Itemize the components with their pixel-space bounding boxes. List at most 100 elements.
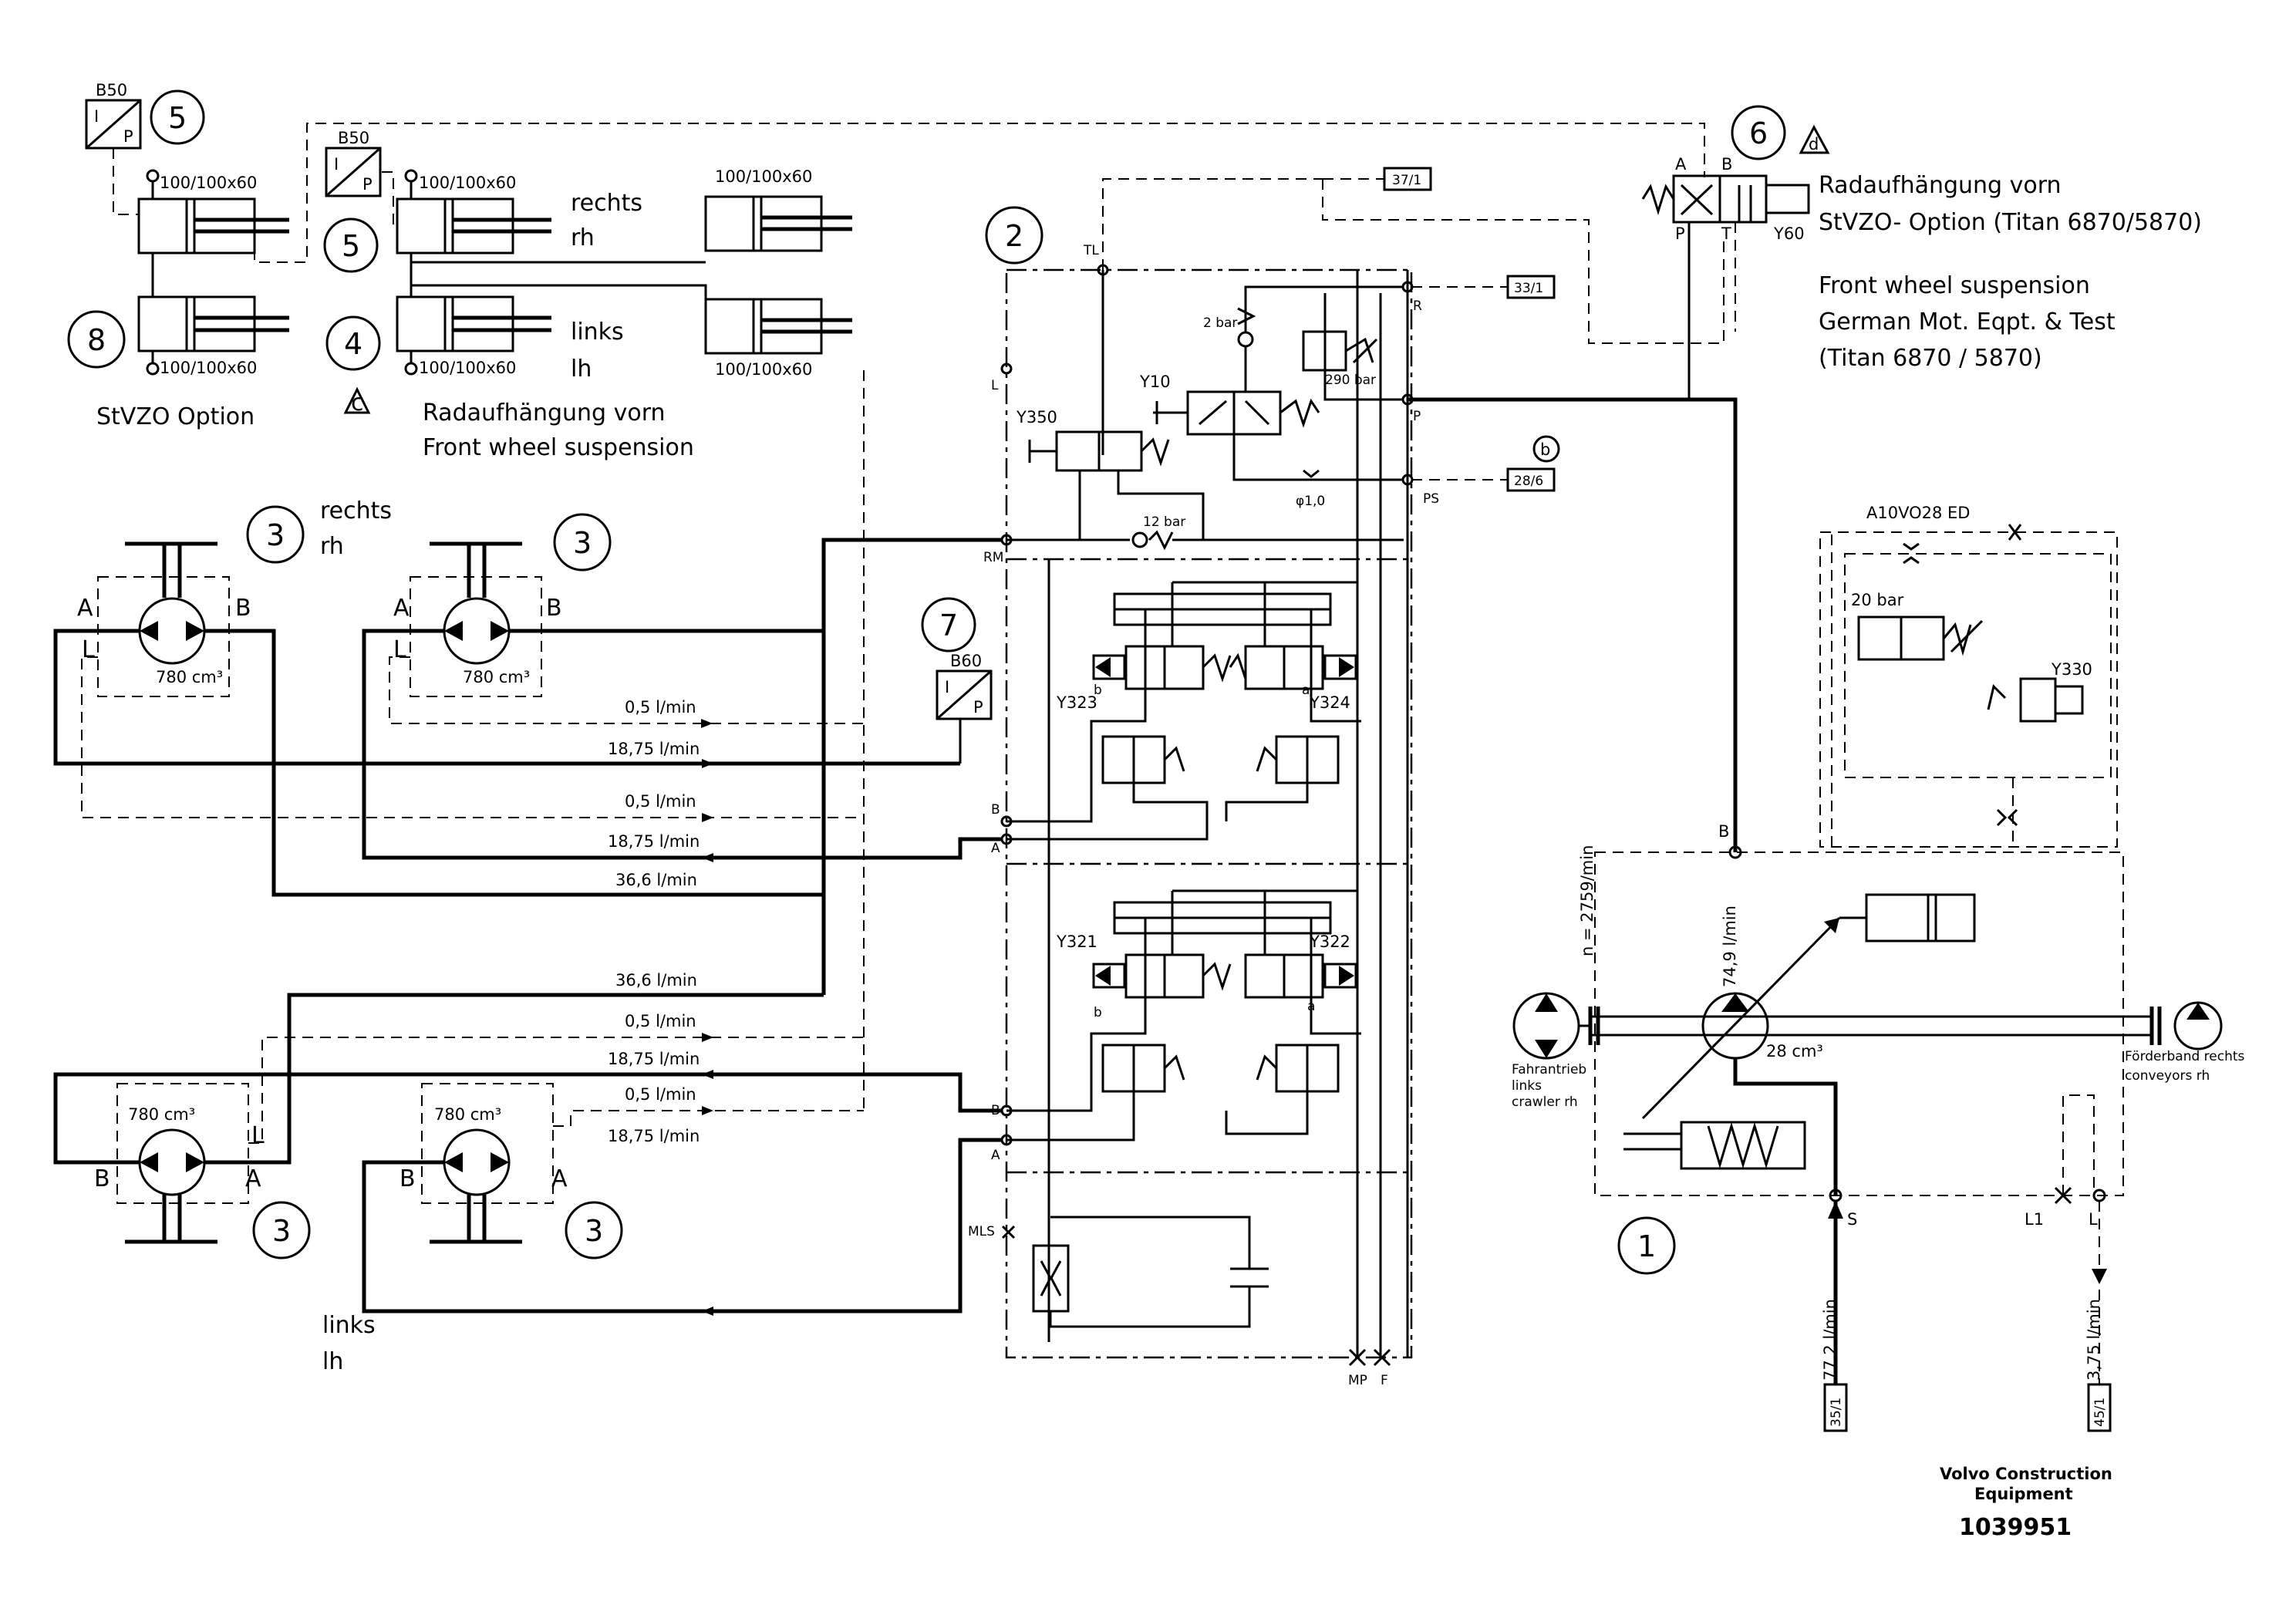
svg-text:B60: B60 [950, 652, 982, 670]
svg-text:2 bar: 2 bar [1203, 315, 1237, 331]
svg-text:c: c [351, 389, 364, 416]
svg-text:2: 2 [1005, 219, 1023, 253]
links-motor-label: links [322, 1312, 376, 1339]
svg-text:A: A [393, 595, 410, 622]
svg-text:100/100x60: 100/100x60 [715, 167, 812, 186]
svg-text:A: A [991, 841, 1000, 856]
cylinder-rechts-2: 100/100x60 [704, 167, 852, 252]
warning-triangle-c: c [343, 386, 371, 416]
svg-text:780 cm³: 780 cm³ [463, 668, 530, 686]
svg-text:7: 7 [939, 609, 958, 642]
svg-text:1: 1 [1637, 1229, 1656, 1263]
svg-text:B50: B50 [338, 129, 369, 147]
svg-text:Equipment: Equipment [1974, 1485, 2073, 1503]
ref-box-33-1 [1506, 275, 1556, 299]
svg-text:B: B [546, 595, 562, 622]
svg-text:TL: TL [1083, 243, 1099, 258]
svg-text:L: L [991, 378, 999, 393]
svg-text:18,75 l/min: 18,75 l/min [608, 832, 700, 851]
svg-text:100/100x60: 100/100x60 [715, 360, 812, 379]
svg-text:290 bar: 290 bar [1325, 373, 1376, 388]
svg-text:A10VO28 ED: A10VO28 ED [1866, 504, 1970, 522]
title-block: Radaufhängung vorn StVZO- Option (Titan … [1819, 172, 2202, 372]
callout-2: 2 [985, 206, 1043, 265]
svg-text:12 bar: 12 bar [1143, 514, 1185, 530]
svg-text:crawler rh: crawler rh [1512, 1094, 1578, 1110]
svg-text:A: A [245, 1165, 261, 1192]
valve-y350: Y350 [1016, 408, 1170, 472]
svg-text:MLS: MLS [968, 1224, 995, 1239]
svg-text:Y10: Y10 [1139, 373, 1171, 391]
svg-text:780 cm³: 780 cm³ [434, 1105, 501, 1124]
svg-text:3,75 l/min: 3,75 l/min [2085, 1299, 2103, 1381]
callout-5-middle: 5 [323, 218, 379, 273]
svg-text:L: L [2089, 1210, 2098, 1229]
svg-text:B: B [94, 1165, 110, 1192]
svg-text:P: P [123, 127, 133, 146]
stvzo-option-label: StVZO Option [96, 403, 255, 430]
ref-box-35-1 [1823, 1383, 1848, 1432]
svg-text:100/100x60: 100/100x60 [160, 174, 257, 192]
svg-text:5: 5 [342, 229, 360, 263]
svg-text:0,5 l/min: 0,5 l/min [625, 1085, 696, 1104]
motor-lower-left: 780 cm³ B A L [94, 1083, 265, 1244]
ref-box-28-6 [1506, 467, 1556, 492]
svg-text:Y324: Y324 [1309, 693, 1350, 712]
callout-8: 8 [67, 310, 126, 369]
svg-text:780 cm³: 780 cm³ [128, 1105, 195, 1124]
svg-text:Y350: Y350 [1016, 408, 1057, 427]
links-label: links [571, 319, 624, 346]
svg-text:Volvo Construction: Volvo Construction [1940, 1465, 2112, 1483]
svg-text:3: 3 [573, 526, 592, 560]
cylinder-links-1: 100/100x60 [396, 295, 551, 377]
check-valve-2bar: 2 bar [1203, 301, 1256, 348]
pump-controller: A10VO28 ED 20 bar Y330 [1819, 504, 2118, 848]
pump-flow: 74,9 l/min [1721, 905, 1739, 987]
svg-text:Förderband rechts: Förderband rechts [2125, 1049, 2245, 1064]
suspension-de-label: Radaufhängung vorn [423, 400, 666, 427]
svg-text:StVZO- Option (Titan 6870/5870: StVZO- Option (Titan 6870/5870) [1819, 209, 2202, 236]
svg-text:P: P [1413, 409, 1421, 424]
rh-label: rh [571, 224, 595, 251]
lh-motor-label: lh [322, 1348, 343, 1375]
svg-text:b: b [1094, 683, 1102, 698]
svg-text:T: T [1721, 224, 1731, 243]
svg-text:3: 3 [272, 1214, 291, 1248]
svg-text:3: 3 [266, 518, 285, 552]
callout-4: 4 [325, 315, 381, 371]
svg-text:B: B [991, 802, 1000, 818]
svg-text:18,75 l/min: 18,75 l/min [608, 1050, 700, 1068]
svg-text:b: b [1540, 440, 1550, 459]
svg-text:b: b [1094, 1005, 1102, 1020]
svg-text:Y323: Y323 [1056, 693, 1097, 712]
pump-fahrantrieb: Fahrantrieb links crawler rh [1512, 992, 1586, 1110]
svg-text:37/1: 37/1 [1392, 173, 1421, 188]
callout-3-lower-right: 3 [565, 1201, 623, 1259]
svg-text:B: B [235, 595, 251, 622]
svg-text:36,6 l/min: 36,6 l/min [615, 971, 697, 990]
callout-6: 6 [1731, 105, 1786, 160]
cylinder-lower-left: 100/100x60 [137, 295, 289, 377]
svg-text:S: S [1847, 1210, 1857, 1229]
svg-text:German Mot. Eqpt. & Test: German Mot. Eqpt. & Test [1819, 309, 2116, 336]
callout-1: 1 [1617, 1216, 1676, 1275]
rh-motor-label: rh [320, 533, 344, 560]
svg-text:F: F [1381, 1373, 1388, 1388]
svg-text:77,2 l/min: 77,2 l/min [1821, 1299, 1839, 1381]
relief-valve-290bar: 290 bar [1302, 330, 1378, 388]
callout-3-lower-left: 3 [252, 1201, 311, 1259]
callout-3-upper-right: 3 [553, 513, 612, 572]
svg-text:B50: B50 [96, 81, 127, 99]
svg-text:18,75 l/min: 18,75 l/min [608, 740, 700, 758]
svg-text:6: 6 [1749, 116, 1768, 150]
svg-text:Y321: Y321 [1056, 932, 1097, 951]
svg-text:P: P [362, 175, 373, 194]
svg-text:100/100x60: 100/100x60 [419, 359, 516, 377]
svg-text:(Titan 6870 / 5870): (Titan 6870 / 5870) [1819, 345, 2042, 372]
svg-text:B: B [400, 1165, 416, 1192]
svg-text:P: P [1675, 224, 1685, 243]
ref-box-37-1 [1383, 167, 1432, 191]
svg-text:B: B [991, 1103, 1000, 1118]
svg-text:MP: MP [1348, 1373, 1367, 1388]
